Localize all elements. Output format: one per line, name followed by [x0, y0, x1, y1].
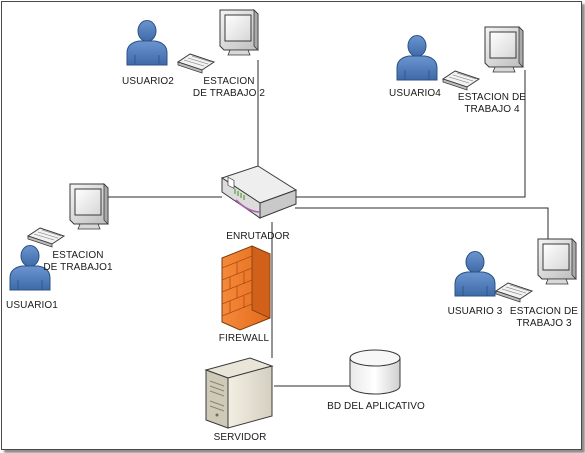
label-bd: BD DEL APLICATIVO	[327, 401, 425, 412]
label-usuario4: USUARIO4	[389, 88, 441, 99]
server-icon	[204, 357, 274, 429]
label-usuario1: USUARIO1	[6, 300, 58, 311]
router-icon	[220, 165, 298, 219]
label-usuario3: USUARIO 3	[447, 306, 503, 317]
label-estacion4: ESTACION DE TRABAJO 4	[457, 92, 527, 115]
workstation-icon-2	[177, 9, 259, 74]
label-estacion1: ESTACION DE TRABAJO1	[43, 250, 113, 273]
label-estacion2: ESTACION DE TRABAJO 2	[192, 76, 266, 99]
user-icon-2	[126, 20, 168, 66]
label-estacion3: ESTACION DE TRABAJO 3	[509, 306, 579, 329]
workstation-icon-3	[495, 238, 577, 303]
workstation-icon-1	[27, 183, 109, 248]
firewall-icon	[221, 245, 271, 331]
label-servidor: SERVIDOR	[213, 432, 267, 443]
connection-lines	[108, 60, 549, 387]
user-icon-4	[396, 35, 438, 81]
database-icon	[349, 349, 401, 395]
link-router-estacion3	[295, 207, 549, 245]
user-icon-3	[454, 251, 496, 297]
label-usuario2: USUARIO2	[122, 76, 174, 87]
link-router-estacion4	[295, 70, 526, 198]
label-enrutador: ENRUTADOR	[226, 231, 290, 242]
label-firewall: FIREWALL	[218, 333, 270, 344]
workstation-icon-4	[442, 26, 524, 91]
